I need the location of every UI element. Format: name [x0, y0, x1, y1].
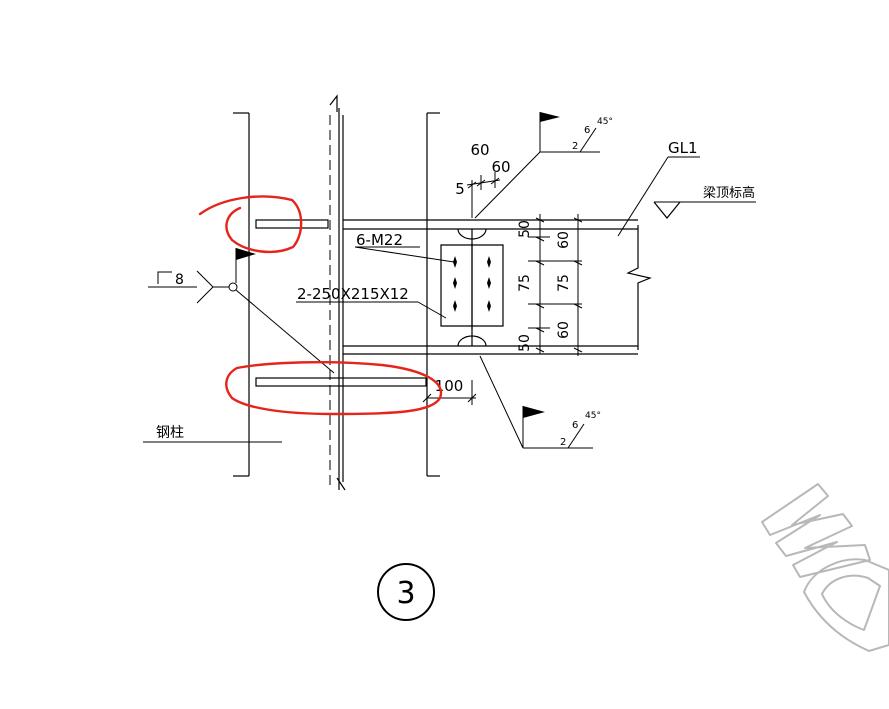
bolt-group — [453, 256, 491, 312]
plate-callout-text: 2-250X215X12 — [297, 285, 409, 303]
dim-75-inner: 75 — [517, 274, 533, 292]
bolt — [453, 277, 457, 289]
weld-left-size: 8 — [175, 272, 184, 288]
beam-top-elevation: 梁顶标高 — [653, 185, 756, 219]
top-dim-60-b: 60 — [491, 158, 510, 176]
detail-number-bubble: 3 — [377, 563, 435, 621]
bolt — [487, 277, 491, 289]
beam-top-elev-text: 梁顶标高 — [703, 185, 755, 201]
dim-50-bottom: 50 — [517, 334, 533, 352]
plate-callout: 2-250X215X12 — [296, 285, 447, 319]
weld-bottom-size: 2 — [560, 437, 566, 448]
weld-symbol-bottom: 2 6 45° — [479, 355, 601, 449]
weld-bottom-angle: 45° — [585, 411, 601, 421]
bolt — [453, 300, 457, 312]
upper-stiffener — [255, 219, 638, 230]
top-dim-60-a: 60 — [470, 141, 489, 159]
bolts-callout-text: 6-M22 — [356, 231, 403, 249]
steel-column — [233, 94, 440, 491]
markup-circle-upper — [198, 195, 303, 254]
weld-bottom-leg: 6 — [572, 420, 578, 431]
top-dimensions: 60 60 5 — [455, 141, 511, 218]
dim-75-outer: 75 — [556, 274, 572, 292]
column-label-text: 钢柱 — [156, 425, 184, 441]
watermark — [761, 483, 889, 652]
lower-stiffener — [255, 345, 638, 387]
bolt — [487, 300, 491, 312]
weld-top-size: 2 — [572, 141, 578, 152]
shear-plate — [440, 228, 504, 347]
dim-50-top: 50 — [517, 220, 533, 238]
beam-label: GL1 — [617, 139, 700, 237]
stiffener-dimension: 100 — [422, 377, 477, 405]
weld-top-angle: 45° — [597, 117, 613, 127]
top-dim-5: 5 — [455, 180, 465, 198]
weld-symbol-left: 8 — [148, 248, 335, 374]
dim-60-top: 60 — [556, 231, 572, 249]
column-callout: 钢柱 — [143, 425, 282, 443]
detail-number-text: 3 — [396, 576, 415, 611]
dim-60-bottom: 60 — [556, 321, 572, 339]
weld-top-leg: 6 — [584, 125, 590, 136]
bolts-callout: 6-M22 — [354, 231, 455, 263]
bolt — [487, 256, 491, 268]
beam-label-text: GL1 — [668, 139, 698, 157]
beam-break-line — [626, 225, 652, 350]
weld-symbol-top: 2 6 45° — [474, 112, 613, 219]
bolt — [453, 256, 457, 268]
markup-ellipse-lower — [225, 360, 443, 416]
right-dimensions: 50 60 75 75 60 50 — [517, 214, 583, 356]
